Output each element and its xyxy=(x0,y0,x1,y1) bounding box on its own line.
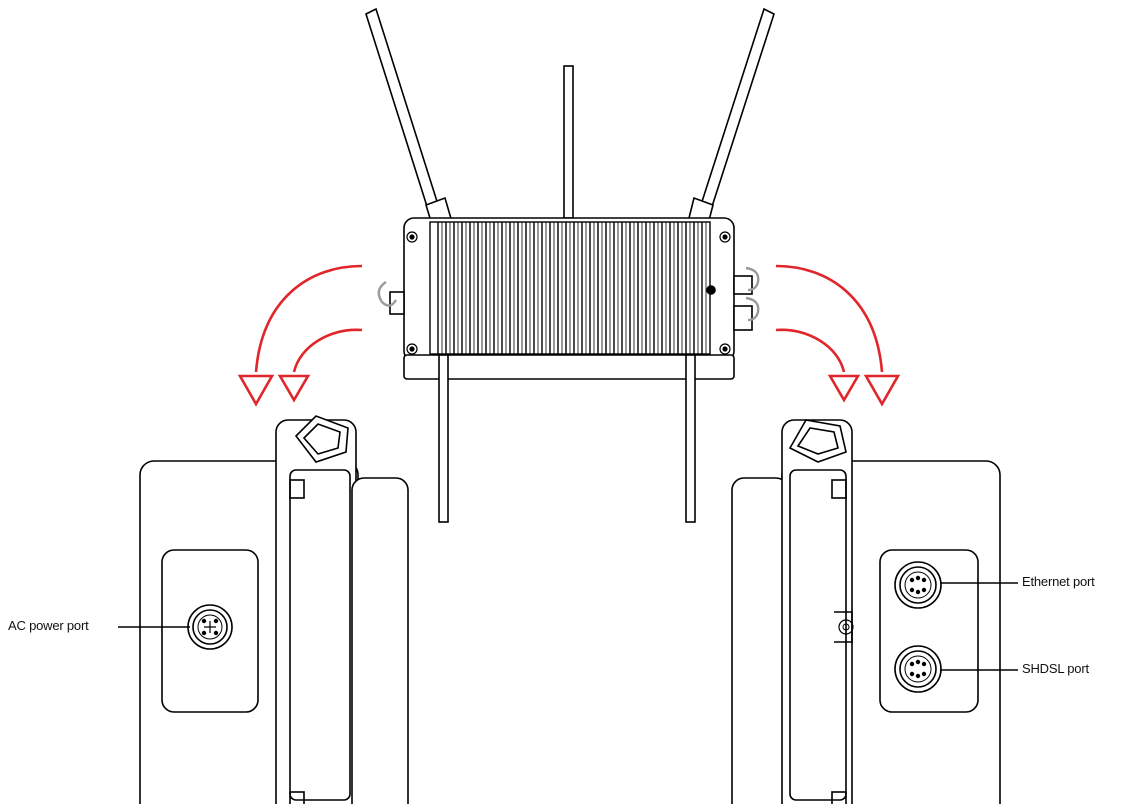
heatsink-fins xyxy=(429,221,711,355)
ethernet-port-icon xyxy=(894,561,942,609)
access-point-device xyxy=(365,7,775,523)
chassis-screws xyxy=(406,231,731,355)
mounting-plate xyxy=(403,354,735,380)
antenna-top-left xyxy=(365,7,453,230)
right-antenna-stub xyxy=(788,419,847,463)
right-port-panel xyxy=(879,549,979,713)
antenna-bottom-left xyxy=(438,354,449,523)
side-screw-icon xyxy=(834,611,854,643)
shdsl-port-label: SHDSL port xyxy=(1022,661,1089,676)
shdsl-port-icon xyxy=(894,645,942,693)
left-side-bracket xyxy=(377,281,405,315)
antenna-top-center xyxy=(563,65,574,219)
left-antenna-stub xyxy=(294,415,349,463)
right-heatsink-edge xyxy=(731,477,789,804)
status-led-icon xyxy=(706,285,716,295)
ethernet-port-label: Ethernet port xyxy=(1022,574,1095,589)
left-heatsink-edge xyxy=(351,477,409,804)
rotate-left-arrows-icon xyxy=(237,264,363,407)
right-side-view xyxy=(731,419,1018,804)
rotate-right-arrows-icon xyxy=(775,264,901,407)
antenna-top-right xyxy=(687,7,775,230)
left-side-view xyxy=(118,415,409,804)
right-side-bracket xyxy=(733,266,760,331)
ac-power-port-label: AC power port xyxy=(8,618,89,633)
left-cover-panel xyxy=(275,419,357,804)
antenna-bottom-right xyxy=(685,354,696,523)
